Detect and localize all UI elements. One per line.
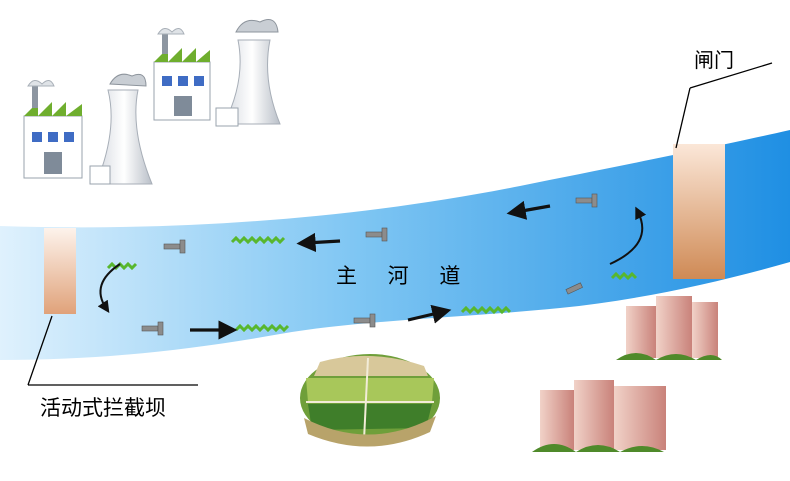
apartment-building-icon (532, 380, 666, 452)
pollutant-pipe-icon (163, 239, 186, 254)
algae-icon (460, 305, 512, 315)
flow-arrow-icon (97, 263, 121, 313)
sluice-gate (673, 62, 773, 279)
pollutant-pipe-icon (365, 227, 388, 242)
flow-arrow-icon (506, 200, 551, 220)
pollutant-pipe-icon (575, 193, 598, 208)
algae-icon (230, 235, 286, 245)
pollutant-pipe-icon (353, 313, 376, 328)
flow-arrow-icon (407, 304, 452, 324)
flow-arrow-icon (296, 232, 341, 253)
farmland-icon (300, 354, 440, 447)
factory-icon (153, 28, 211, 121)
river-water (0, 130, 790, 360)
main-channel-label: 主 河 道 (336, 264, 473, 288)
apartment-building-icon (616, 296, 722, 360)
dam-label: 活动式拦截坝 (40, 396, 166, 420)
movable-dam (27, 228, 198, 386)
algae-icon (106, 261, 138, 271)
pollutant-pipe-icon (141, 321, 164, 336)
gate-label: 闸门 (694, 48, 734, 72)
algae-icon (234, 323, 290, 333)
pollutant-pipe-icon (565, 282, 583, 295)
algae-icon (610, 271, 638, 281)
cooling-tower-icon (89, 73, 153, 185)
factory-icon (23, 80, 83, 179)
flow-arrow-icon (609, 206, 647, 265)
cooling-tower-icon (215, 19, 281, 127)
